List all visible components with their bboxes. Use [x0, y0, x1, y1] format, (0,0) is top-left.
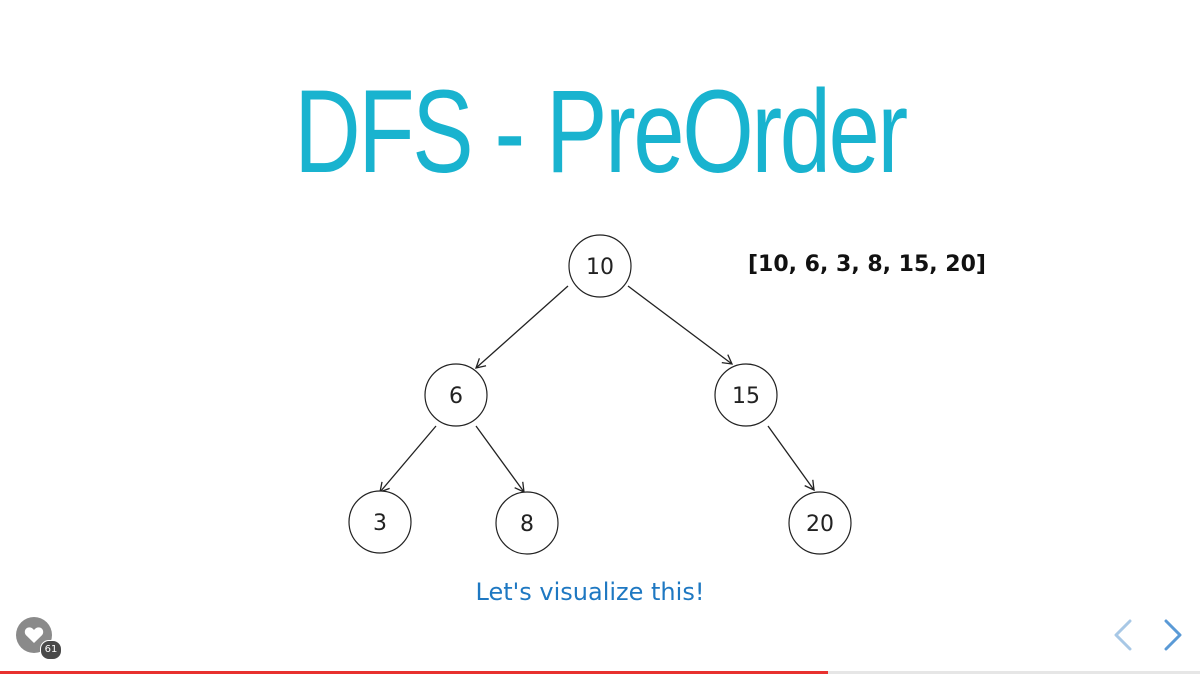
next-slide-button[interactable]	[1158, 618, 1188, 652]
edge-10-6	[475, 285, 569, 369]
edge-15-20	[767, 425, 815, 492]
node-label: 6	[449, 384, 463, 409]
slide-caption: Let's visualize this!	[475, 578, 705, 606]
tree-node-3: 3	[348, 490, 412, 554]
edge-6-8	[475, 425, 525, 494]
traversal-result: [10, 6, 3, 8, 15, 20]	[748, 252, 986, 277]
tree-node-10: 10	[568, 234, 632, 298]
chevron-right-icon	[1164, 619, 1182, 651]
node-label: 15	[732, 384, 760, 409]
edge-10-15	[627, 285, 734, 365]
tree-node-8: 8	[495, 491, 559, 555]
previous-slide-button[interactable]	[1108, 618, 1138, 652]
slide-progress-bar	[0, 671, 1200, 674]
slide-progress-fill	[0, 671, 828, 674]
tree-node-6: 6	[424, 363, 488, 427]
edge-6-3	[379, 425, 437, 494]
node-label: 20	[806, 512, 834, 537]
node-label: 10	[586, 255, 614, 280]
like-count-badge: 61	[40, 640, 62, 660]
heart-icon	[24, 627, 44, 643]
tree-node-15: 15	[714, 363, 778, 427]
node-label: 8	[520, 512, 534, 537]
tree-node-20: 20	[788, 491, 852, 555]
node-label: 3	[373, 511, 387, 536]
chevron-left-icon	[1114, 619, 1132, 651]
slide-title: DFS - PreOrder	[294, 66, 908, 198]
